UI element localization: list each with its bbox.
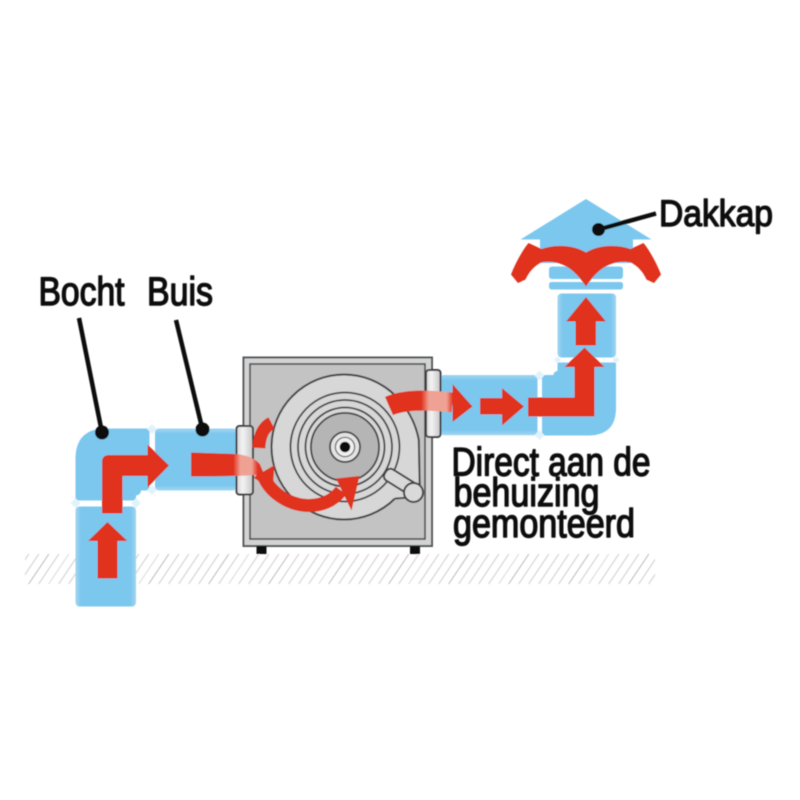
svg-text:gemonteerd: gemonteerd xyxy=(453,502,635,546)
svg-text:Direct aan de: Direct aan de xyxy=(452,441,651,485)
svg-text:Buis: Buis xyxy=(147,270,213,314)
svg-text:behuizing: behuizing xyxy=(454,471,600,515)
svg-text:Bocht: Bocht xyxy=(39,270,125,314)
svg-text:Dakkap: Dakkap xyxy=(659,192,773,234)
